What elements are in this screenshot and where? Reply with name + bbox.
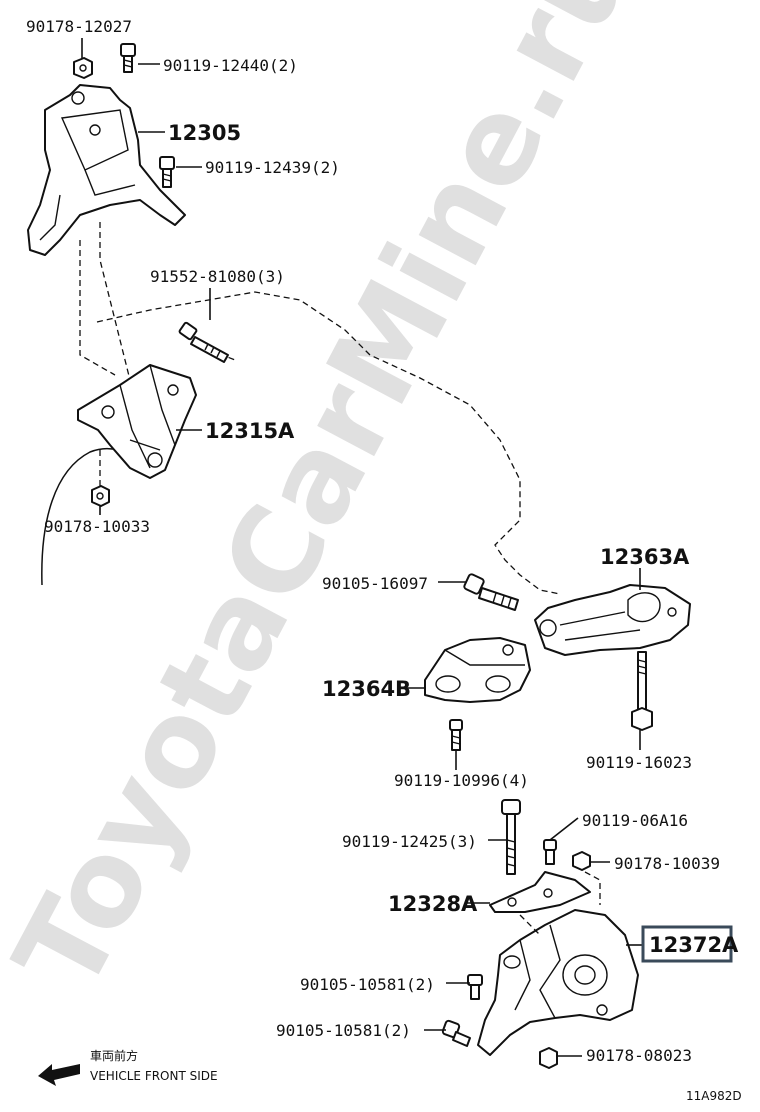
mount-guide-line-1 bbox=[79, 240, 116, 376]
bracket-12315a bbox=[77, 364, 197, 479]
front-label-english: VEHICLE FRONT SIDE bbox=[90, 1069, 218, 1083]
transmission-outline bbox=[41, 447, 119, 586]
label-90178-08023: 90178-08023 bbox=[586, 1046, 692, 1065]
label-90178-10039: 90178-10039 bbox=[614, 854, 720, 873]
label-91552-81080: 91552-81080(3) bbox=[150, 267, 285, 286]
engine-outline bbox=[96, 291, 561, 595]
leader-lines bbox=[81, 38, 642, 1057]
bolt-90119-10996 bbox=[449, 719, 463, 751]
label-12315a: 12315A bbox=[205, 419, 295, 443]
front-label-japanese: 車両前方 bbox=[90, 1048, 138, 1063]
nut-90178-12027 bbox=[73, 57, 93, 79]
label-90119-16023: 90119-16023 bbox=[586, 753, 692, 772]
label-12363a: 12363A bbox=[600, 545, 690, 569]
plate-12328a bbox=[489, 871, 591, 913]
bolt-91552-81080 bbox=[178, 321, 229, 363]
label-12305: 12305 bbox=[168, 121, 241, 145]
transmission-mount-12372a bbox=[477, 871, 639, 1056]
label-90178-12027: 90178-12027 bbox=[26, 17, 132, 36]
label-90105-16097: 90105-16097 bbox=[322, 574, 428, 593]
bolt-90105-10581-upper bbox=[467, 974, 483, 1000]
bracket-12305 bbox=[27, 84, 186, 256]
highlight-box-12372a bbox=[641, 925, 733, 963]
torque-rod-12363a bbox=[534, 584, 691, 656]
diagram-code: 11A982D bbox=[686, 1089, 742, 1103]
bolt-90119-12440 bbox=[120, 43, 136, 73]
label-90119-12425: 90119-12425(3) bbox=[342, 832, 477, 851]
bolt-90105-16097 bbox=[463, 573, 519, 611]
bolt-90119-16023 bbox=[631, 651, 653, 731]
nut-90178-08023 bbox=[539, 1047, 558, 1069]
label-90105-10581-upper: 90105-10581(2) bbox=[300, 975, 435, 994]
vehicle-front-indicator: 車両前方 VEHICLE FRONT SIDE bbox=[38, 1048, 218, 1086]
bolt-90119-06a16 bbox=[543, 839, 557, 865]
label-90119-06a16: 90119-06A16 bbox=[582, 811, 688, 830]
label-12372a: 12372A bbox=[649, 933, 739, 957]
label-90119-10996: 90119-10996(4) bbox=[394, 771, 529, 790]
nut-90178-10033 bbox=[91, 485, 110, 507]
label-90178-10033: 90178-10033 bbox=[44, 517, 150, 536]
bolt-90105-10581-lower bbox=[441, 1019, 471, 1047]
nut-90178-10039 bbox=[572, 851, 591, 871]
bolt-90119-12425 bbox=[501, 799, 521, 875]
label-90119-12439: 90119-12439(2) bbox=[205, 158, 340, 177]
bracket-12364b bbox=[424, 637, 531, 703]
front-arrow-icon bbox=[38, 1064, 80, 1086]
label-90105-10581-lower: 90105-10581(2) bbox=[276, 1021, 411, 1040]
label-12328a: 12328A bbox=[388, 892, 478, 916]
label-12364b: 12364B bbox=[322, 677, 411, 701]
bolt-90119-12439 bbox=[159, 156, 175, 188]
mount-guide-line-2 bbox=[99, 222, 131, 381]
label-90119-12440: 90119-12440(2) bbox=[163, 56, 298, 75]
